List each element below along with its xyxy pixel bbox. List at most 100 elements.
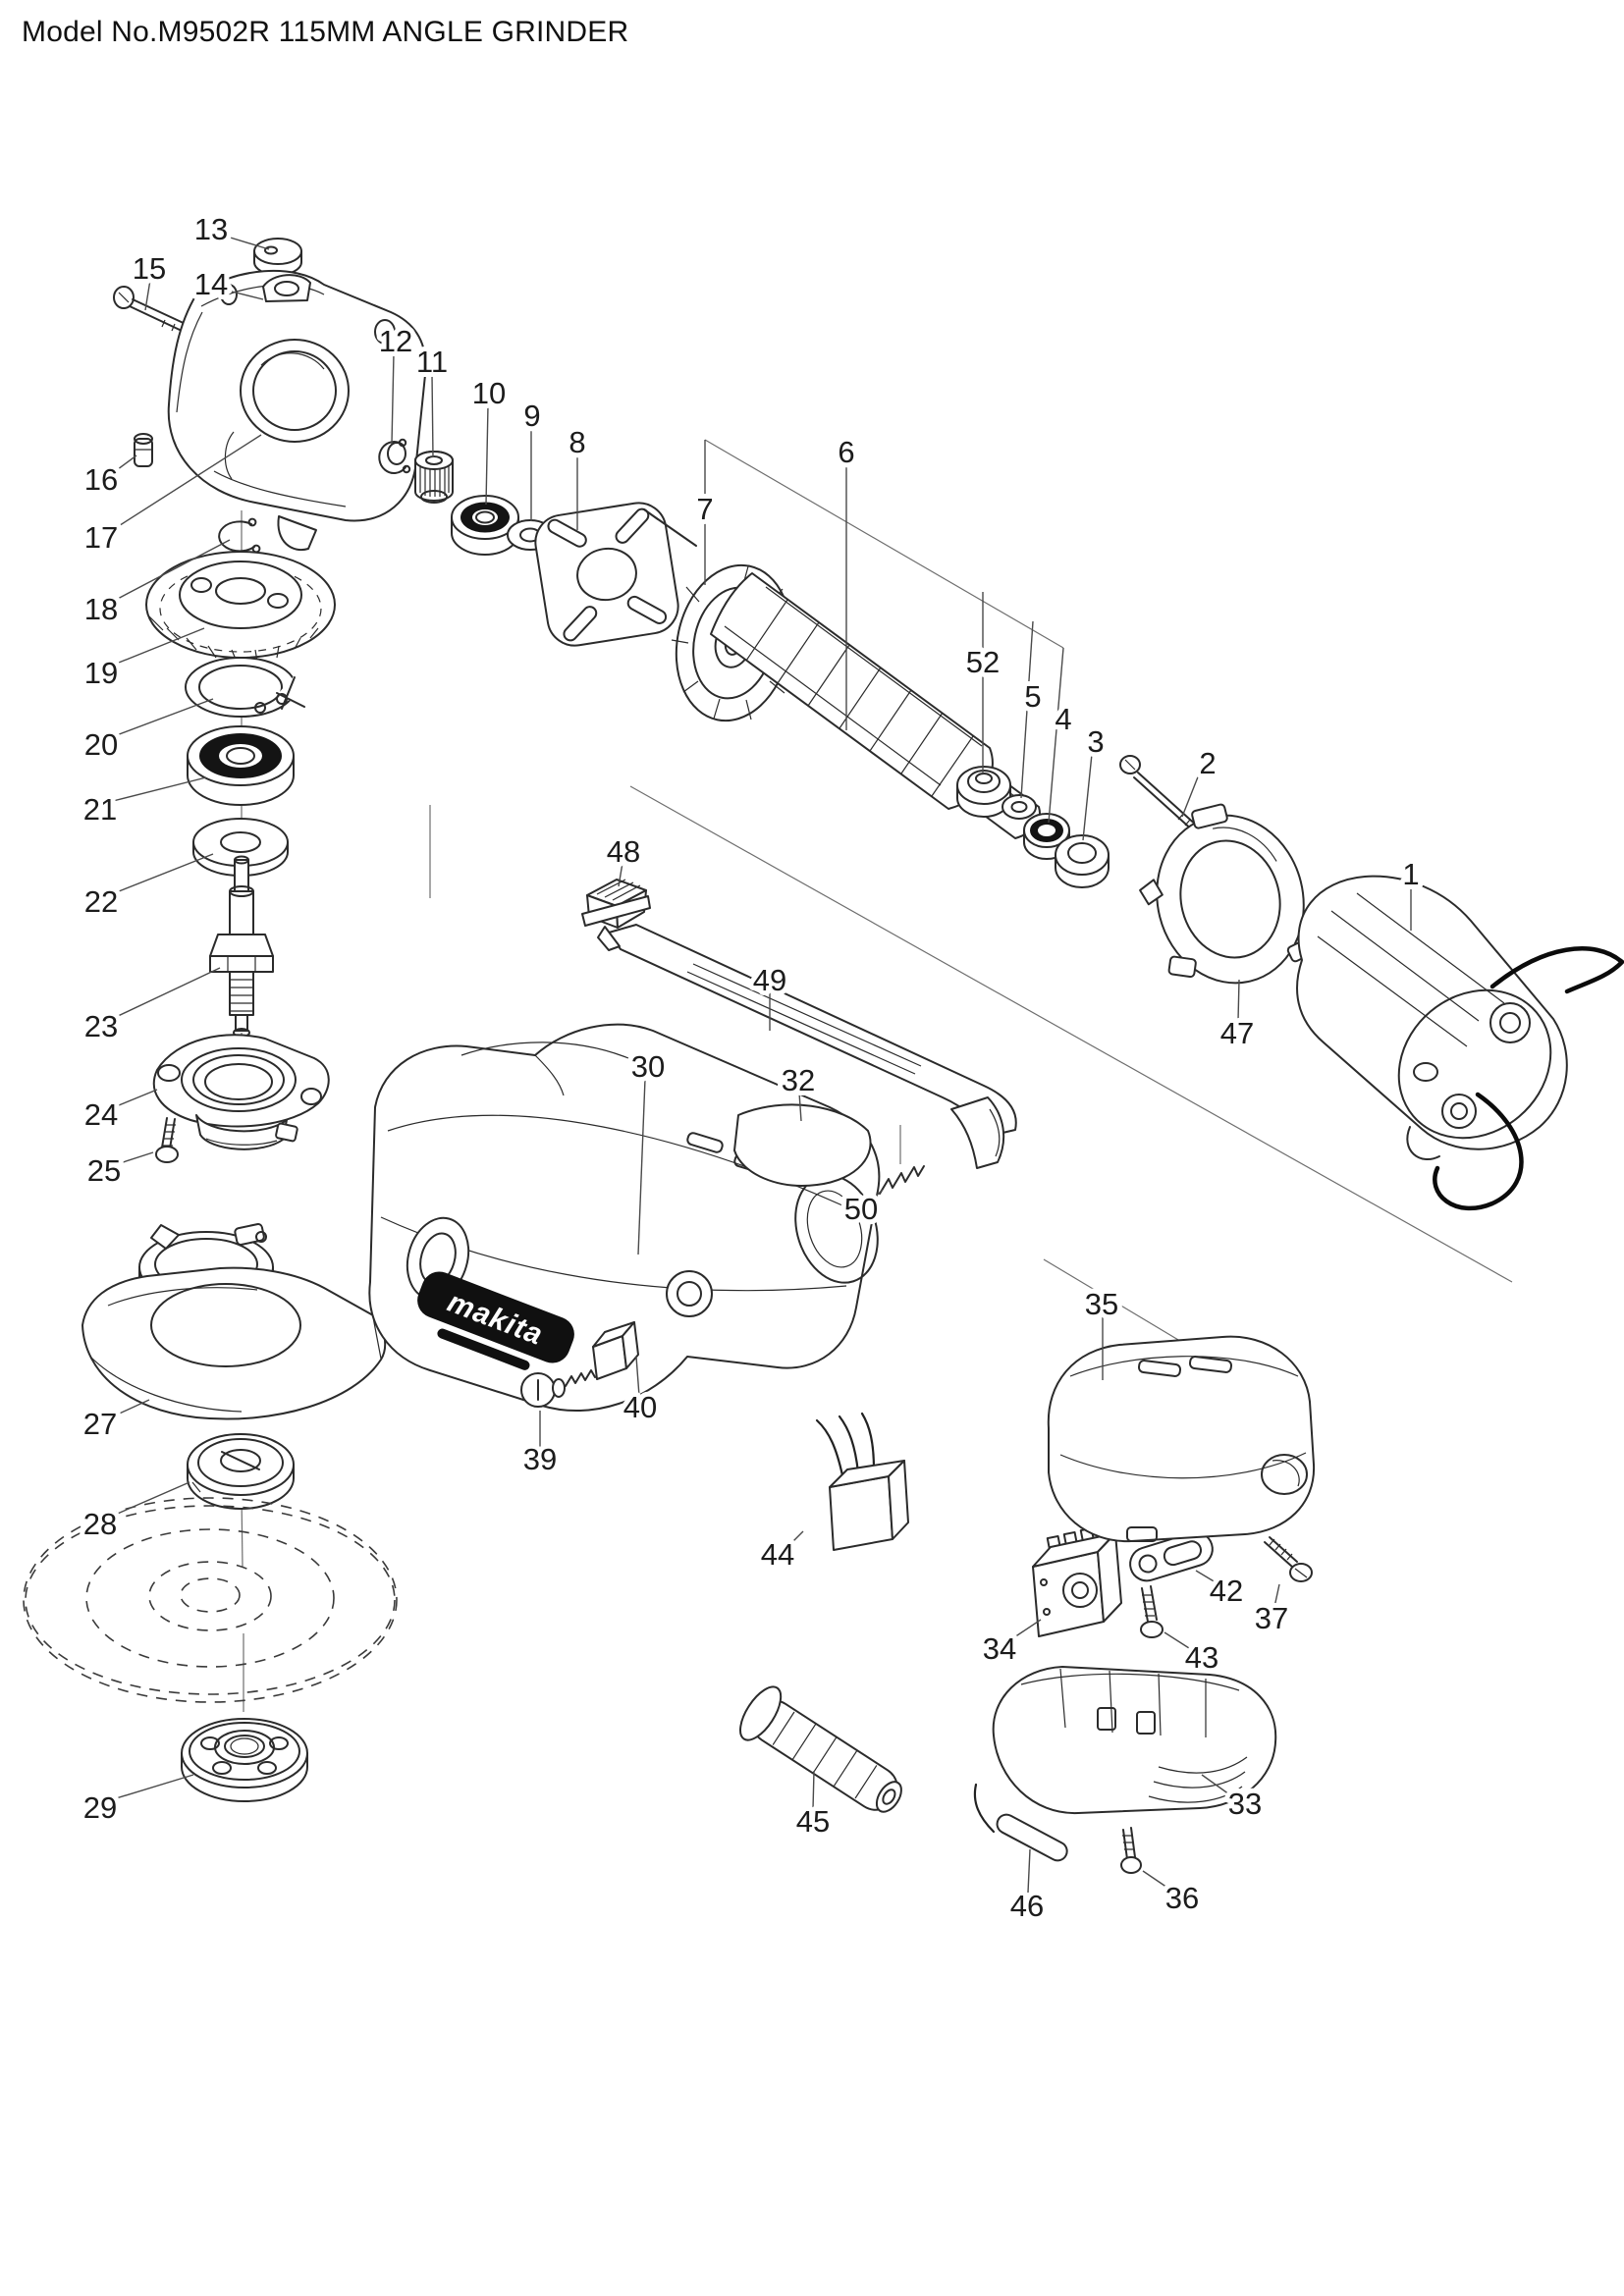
leader-line-28 bbox=[112, 1481, 190, 1517]
part-label-28: 28 bbox=[83, 1507, 117, 1541]
leader-line-4 bbox=[1048, 647, 1064, 824]
leader-line-25 bbox=[116, 1151, 154, 1165]
part-label-19: 19 bbox=[84, 656, 118, 690]
construction-line bbox=[629, 785, 1513, 1283]
part-label-7: 7 bbox=[696, 492, 713, 526]
leader-line-46 bbox=[1027, 1848, 1031, 1894]
leader-line-47 bbox=[1237, 979, 1240, 1022]
leader-line-20 bbox=[113, 698, 214, 737]
leader-line-48 bbox=[618, 862, 623, 887]
part-16-pin bbox=[134, 433, 153, 467]
part-23-spindle bbox=[209, 855, 274, 1038]
leader-line-50 bbox=[871, 1189, 884, 1201]
part-5-washer bbox=[1001, 794, 1037, 820]
leader-line-17 bbox=[113, 434, 262, 530]
part-label-27: 27 bbox=[83, 1407, 117, 1441]
grinding-wheel-dashed bbox=[23, 1497, 398, 1703]
part-label-15: 15 bbox=[133, 251, 166, 286]
part-10-ball-bearing bbox=[451, 495, 519, 556]
part-20-lock-ring bbox=[185, 657, 308, 718]
part-label-9: 9 bbox=[523, 399, 540, 433]
leader-line-16 bbox=[113, 454, 137, 473]
part-label-6: 6 bbox=[838, 435, 854, 469]
part-label-1: 1 bbox=[1402, 857, 1419, 891]
leader-line-14 bbox=[223, 289, 264, 300]
leader-line-36 bbox=[1142, 1870, 1171, 1891]
part-11-pinion-gear bbox=[414, 451, 454, 504]
part-25-screw bbox=[155, 1117, 179, 1163]
part-label-29: 29 bbox=[83, 1790, 117, 1825]
part-3-sleeve bbox=[1055, 834, 1110, 888]
part-43-screw bbox=[1140, 1585, 1164, 1638]
part-label-14: 14 bbox=[194, 267, 228, 301]
part-label-10: 10 bbox=[472, 376, 506, 410]
part-label-23: 23 bbox=[84, 1009, 118, 1043]
part-label-39: 39 bbox=[523, 1442, 557, 1476]
part-24-bearing-box bbox=[152, 1034, 330, 1150]
leader-line-11 bbox=[431, 373, 434, 458]
part-label-43: 43 bbox=[1185, 1640, 1218, 1675]
part-label-45: 45 bbox=[796, 1804, 830, 1839]
leader-line-42 bbox=[1195, 1570, 1217, 1583]
part-29-lock-nut bbox=[181, 1718, 308, 1802]
page-title: Model No.M9502R 115MM ANGLE GRINDER bbox=[22, 16, 629, 48]
part-label-30: 30 bbox=[631, 1049, 665, 1084]
part-label-47: 47 bbox=[1220, 1016, 1254, 1050]
part-label-13: 13 bbox=[194, 212, 228, 246]
leader-line-23 bbox=[113, 967, 221, 1019]
part-label-50: 50 bbox=[844, 1192, 878, 1226]
construction-line bbox=[704, 439, 1064, 649]
part-12-circlip bbox=[378, 438, 411, 474]
leader-line-37 bbox=[1273, 1583, 1280, 1608]
part-label-40: 40 bbox=[623, 1390, 657, 1424]
part-label-35: 35 bbox=[1085, 1287, 1118, 1321]
part-50-spring bbox=[879, 1165, 925, 1195]
leader-line-43 bbox=[1164, 1631, 1190, 1649]
part-label-25: 25 bbox=[87, 1153, 121, 1188]
part-label-24: 24 bbox=[84, 1097, 118, 1132]
leader-line-32 bbox=[798, 1092, 802, 1122]
leader-line-10 bbox=[485, 404, 489, 506]
part-40-carbon-brush bbox=[552, 1321, 639, 1398]
part-label-36: 36 bbox=[1165, 1881, 1199, 1915]
part-label-4: 4 bbox=[1055, 702, 1071, 736]
stator-lead-wire-upper bbox=[1489, 946, 1624, 994]
leader-line-19 bbox=[113, 627, 205, 666]
leader-line-24 bbox=[113, 1089, 158, 1108]
part-label-21: 21 bbox=[83, 792, 117, 827]
part-label-37: 37 bbox=[1255, 1601, 1288, 1635]
part-21-ball-bearing bbox=[187, 725, 295, 806]
part-8-baffle-plate bbox=[534, 502, 679, 647]
part-44-capacitor bbox=[815, 1412, 909, 1551]
leader-line-44 bbox=[787, 1530, 804, 1547]
part-label-5: 5 bbox=[1024, 679, 1041, 714]
part-48-slide-knob bbox=[581, 879, 651, 929]
part-42-cord-clip bbox=[1129, 1531, 1214, 1582]
part-1-field-stator bbox=[1296, 875, 1624, 1211]
part-label-44: 44 bbox=[761, 1537, 794, 1572]
part-17-gear-housing bbox=[167, 269, 427, 552]
part-label-20: 20 bbox=[84, 727, 118, 762]
leader-line-5 bbox=[1020, 620, 1034, 799]
part-label-32: 32 bbox=[782, 1063, 815, 1097]
part-22-flat-washer bbox=[192, 818, 289, 877]
part-28-inner-flange bbox=[187, 1433, 295, 1510]
leader-line-12 bbox=[391, 352, 395, 445]
part-label-11: 11 bbox=[416, 345, 448, 379]
part-label-34: 34 bbox=[983, 1631, 1016, 1666]
leader-line-18 bbox=[113, 539, 231, 602]
part-36-screw bbox=[1120, 1827, 1142, 1874]
leader-line-21 bbox=[112, 776, 207, 802]
leader-line-15 bbox=[144, 279, 151, 311]
leader-line-2 bbox=[1181, 774, 1200, 818]
leader-line-45 bbox=[812, 1770, 815, 1810]
part-label-49: 49 bbox=[753, 963, 786, 997]
part-labels: 1234567891011121314151617181920212223242… bbox=[79, 207, 1425, 1928]
part-label-48: 48 bbox=[607, 834, 640, 869]
part-37-screw bbox=[1264, 1536, 1313, 1582]
part-label-8: 8 bbox=[568, 425, 585, 459]
part-32-nameplate bbox=[733, 1103, 872, 1187]
leader-line-40 bbox=[635, 1356, 640, 1397]
